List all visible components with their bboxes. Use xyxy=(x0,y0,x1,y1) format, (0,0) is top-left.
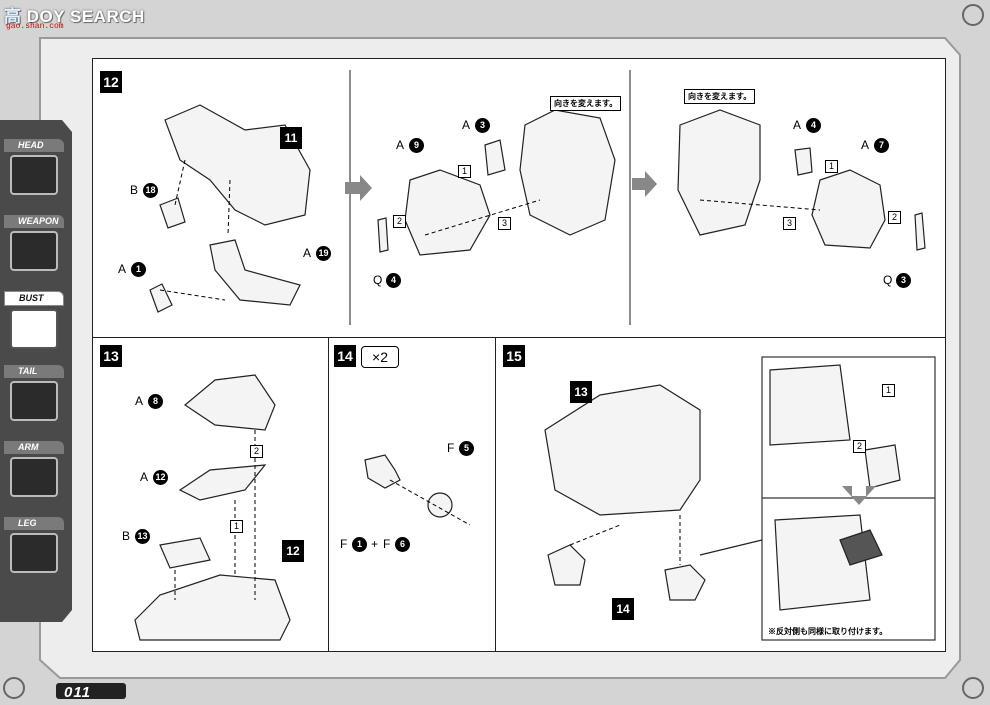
callout-rotate: 向きを変えます。 xyxy=(550,96,622,111)
part-letter-a9: A xyxy=(396,138,405,152)
arm-thumbnail-icon xyxy=(10,457,58,497)
part-tag-13: 13 xyxy=(570,381,592,403)
order-marker: 2 xyxy=(393,215,406,228)
sidebar-item-label: HEAD xyxy=(4,139,64,152)
sidebar-item-label: BUST xyxy=(4,291,64,306)
order-marker: 3 xyxy=(783,217,796,230)
bust-thumbnail-icon xyxy=(10,309,58,349)
sidebar-item-label: TAIL xyxy=(4,365,64,378)
part-number-a8: 8 xyxy=(148,394,163,409)
multiplier-badge: ×2 xyxy=(361,346,399,368)
tail-thumbnail-icon xyxy=(10,381,58,421)
part-number-a1: 1 xyxy=(131,262,146,277)
weapon-thumbnail-icon xyxy=(10,231,58,271)
sidebar-item-arm[interactable]: ARM xyxy=(4,441,64,497)
part-number-a3: 3 xyxy=(475,118,490,133)
page-number: 011 xyxy=(64,684,91,701)
part-number-q4: 4 xyxy=(386,273,401,288)
part-letter-f6: F xyxy=(383,537,391,551)
part-letter-a8: A xyxy=(135,394,144,408)
part-number-a7: 7 xyxy=(874,138,889,153)
order-marker: 1 xyxy=(882,384,895,397)
part-number-a9: 9 xyxy=(409,138,424,153)
part-letter-a12: A xyxy=(140,470,149,484)
parts-sidebar: HEAD WEAPON BUST TAIL ARM LEG xyxy=(0,135,70,605)
part-number-q3: 3 xyxy=(896,273,911,288)
part-number-f1: 1 xyxy=(352,537,367,552)
corner-ornament-icon xyxy=(962,4,984,26)
part-number-b18: 18 xyxy=(143,183,158,198)
order-marker: 2 xyxy=(853,440,866,453)
order-marker: 3 xyxy=(498,217,511,230)
watermark-url: gao.shan.com xyxy=(6,22,64,31)
sidebar-item-label: ARM xyxy=(4,441,64,454)
part-letter-a3: A xyxy=(462,118,471,132)
sidebar-item-head[interactable]: HEAD xyxy=(4,139,64,195)
order-marker: 1 xyxy=(458,165,471,178)
order-marker: 1 xyxy=(230,520,243,533)
leg-thumbnail-icon xyxy=(10,533,58,573)
part-tag-14: 14 xyxy=(612,598,634,620)
part-number-b13: 13 xyxy=(135,529,150,544)
step-14-number: 14 xyxy=(334,345,356,367)
part-letter-b18: B xyxy=(130,183,139,197)
sidebar-item-label: WEAPON xyxy=(4,215,64,228)
sidebar-item-leg[interactable]: LEG xyxy=(4,517,64,573)
part-number-f5: 5 xyxy=(459,441,474,456)
part-tag-12: 12 xyxy=(282,540,304,562)
sidebar-item-label: LEG xyxy=(4,517,64,530)
step-12-number: 12 xyxy=(100,71,122,93)
watermark-brand-en: DOY SEARCH xyxy=(26,7,145,26)
watermark-brand-cn: 高 xyxy=(4,7,22,26)
order-marker: 1 xyxy=(825,160,838,173)
sidebar-item-bust[interactable]: BUST xyxy=(4,291,64,349)
callout-rotate: 向きを変えます。 xyxy=(684,89,756,104)
part-number-a4: 4 xyxy=(806,118,821,133)
part-letter-f5: F xyxy=(447,441,455,455)
order-marker: 2 xyxy=(250,445,263,458)
part-letter-a7: A xyxy=(861,138,870,152)
part-tag-11: 11 xyxy=(280,127,302,149)
head-thumbnail-icon xyxy=(10,155,58,195)
part-number-a12: 12 xyxy=(153,470,168,485)
order-marker: 2 xyxy=(888,211,901,224)
plus-sign: + xyxy=(371,537,379,551)
part-number-a19: 19 xyxy=(316,246,331,261)
part-letter-b13: B xyxy=(122,529,131,543)
sidebar-item-weapon[interactable]: WEAPON xyxy=(4,215,64,271)
part-letter-a4: A xyxy=(793,118,802,132)
step-13-number: 13 xyxy=(100,345,122,367)
part-letter-q3: Q xyxy=(883,273,893,287)
part-letter-f1: F xyxy=(340,537,348,551)
sidebar-item-tail[interactable]: TAIL xyxy=(4,365,64,421)
step-15-number: 15 xyxy=(503,345,525,367)
part-letter-a1: A xyxy=(118,262,127,276)
watermark: 高 DOY SEARCH xyxy=(4,2,145,27)
part-letter-a19: A xyxy=(303,246,312,260)
part-letter-q4: Q xyxy=(373,273,383,287)
part-number-f6: 6 xyxy=(395,537,410,552)
instruction-note: ※反対側も同様に取り付けます。 xyxy=(768,627,888,636)
